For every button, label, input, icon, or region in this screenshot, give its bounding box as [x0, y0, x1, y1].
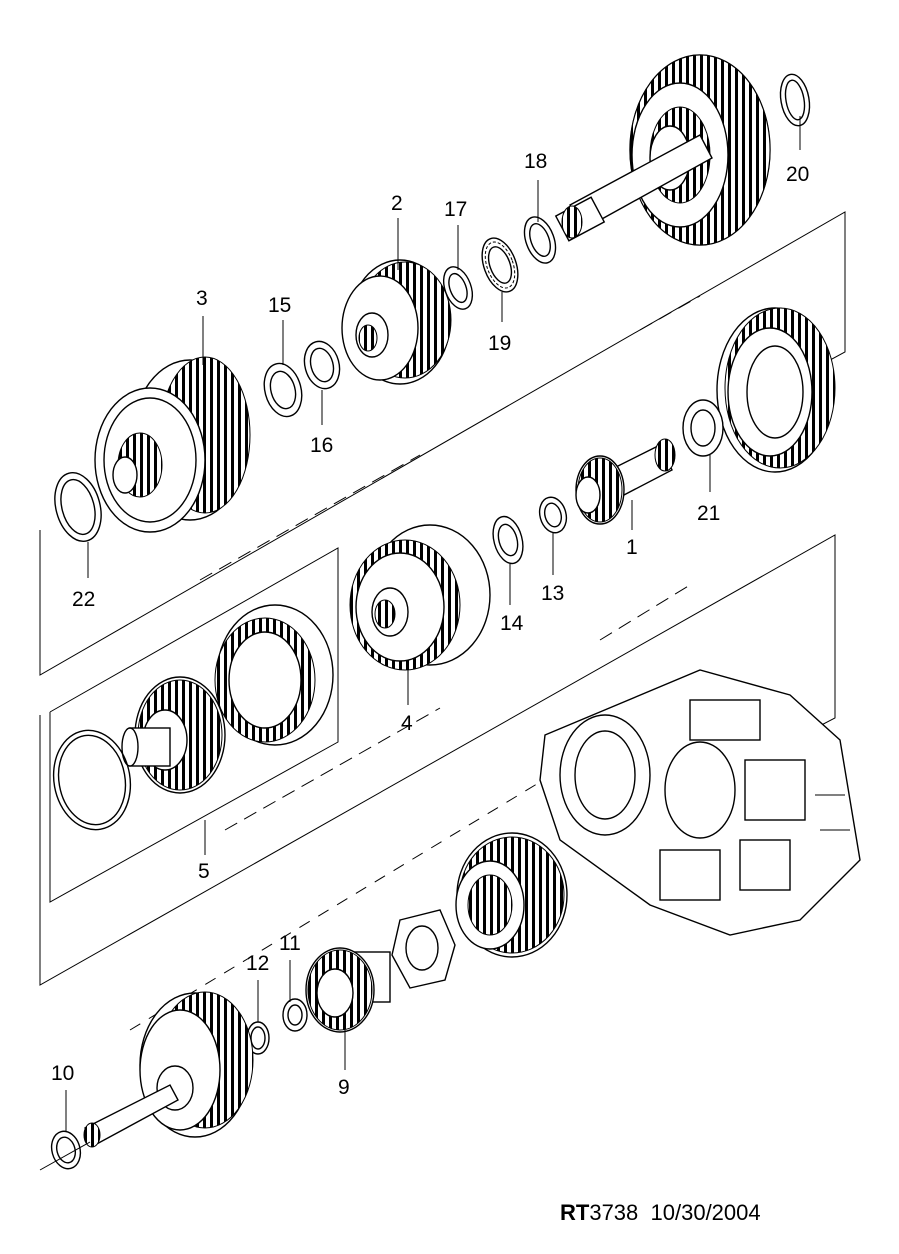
callout-11: 11: [279, 932, 301, 955]
callout-3: 3: [196, 287, 208, 310]
callout-20: 20: [786, 163, 809, 186]
washer-part-13: [538, 496, 568, 534]
ring-gear-part-5: [214, 604, 334, 746]
axis-line: [224, 584, 691, 831]
clutch-drum-shaft-assembly: [554, 54, 771, 246]
callout-10: 10: [51, 1062, 74, 1085]
leader-lines: [65, 116, 801, 1132]
callout-2: 2: [391, 192, 403, 215]
transmission-housing: [539, 669, 861, 936]
callout-9: 9: [338, 1076, 350, 1099]
callout-21: 21: [697, 502, 720, 525]
callout-18: 18: [524, 150, 547, 173]
callout-16: 16: [310, 434, 333, 457]
callout-12: 12: [246, 952, 269, 975]
callout-13: 13: [541, 582, 564, 605]
drum-part-21: [682, 307, 836, 473]
group-outline-upper: [39, 211, 846, 676]
washer-part-16: [303, 340, 341, 390]
nut: [391, 909, 456, 989]
gear-part-4: [349, 524, 491, 671]
drawing-date: 10/30/2004: [650, 1200, 761, 1225]
group-outline-middle: [39, 534, 836, 986]
gear-part-9: [305, 947, 391, 1033]
drawing-reference: RT3738 10/30/2004: [560, 1200, 761, 1226]
callout-15: 15: [268, 294, 291, 317]
thrust-bearing-part-19: [481, 237, 519, 293]
washer-part-18: [523, 216, 557, 264]
callout-5: 5: [198, 860, 210, 883]
snap-ring-part-22: [54, 472, 102, 542]
group-outline-inner: [49, 547, 339, 903]
washer-part-10: [50, 1130, 82, 1170]
callout-1: 1: [626, 536, 638, 559]
drawing-code-number: 3738: [589, 1200, 639, 1225]
planetary-carrier-part-5: [121, 676, 226, 794]
callout-19: 19: [488, 332, 511, 355]
axis-line: [129, 769, 561, 1031]
gear-part-2: [341, 259, 452, 385]
snap-ring-part-5: [52, 729, 132, 831]
callout-17: 17: [444, 198, 467, 221]
snap-ring-part-20: [779, 73, 811, 127]
thrust-bearing-part-14: [492, 515, 524, 565]
bearing-race-part-15: [263, 362, 303, 418]
drawing-code-prefix: RT: [560, 1200, 590, 1225]
callout-22: 22: [72, 588, 95, 611]
output-shaft-drum: [39, 991, 254, 1171]
shaft-gear-part-1: [575, 438, 676, 525]
ring-gear-lower: [455, 832, 568, 958]
bearing-part-11: [282, 998, 308, 1032]
drum-gear-part-3: [94, 356, 251, 533]
callout-4: 4: [401, 712, 413, 735]
callout-14: 14: [500, 612, 524, 635]
axis-line: [199, 295, 701, 581]
